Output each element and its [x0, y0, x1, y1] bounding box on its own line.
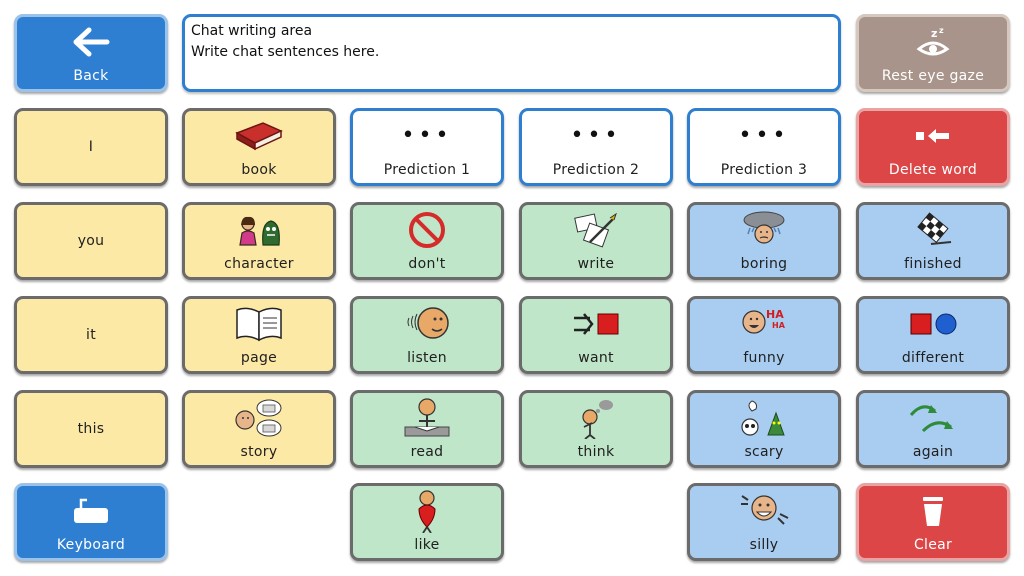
word-silly-label: silly: [749, 537, 779, 553]
word-page-button[interactable]: page: [182, 296, 336, 374]
word-read-label: read: [410, 444, 444, 460]
word-it-button[interactable]: it: [14, 296, 168, 374]
want-icon: [522, 299, 670, 349]
word-character-label: character: [224, 256, 294, 272]
word-boring-button[interactable]: boring: [687, 202, 841, 280]
word-want-button[interactable]: want: [519, 296, 673, 374]
funny-icon: HA HA: [690, 299, 838, 349]
word-again-button[interactable]: again: [856, 390, 1010, 468]
word-funny-button[interactable]: HA HA funny: [687, 296, 841, 374]
chat-writing-area[interactable]: Chat writing area Write chat sentences h…: [182, 14, 841, 92]
prediction-2-label: Prediction 2: [552, 162, 640, 178]
silly-icon: [690, 486, 838, 536]
open-book-icon: [185, 299, 333, 349]
arrow-left-icon: [17, 17, 165, 67]
rest-eye-gaze-button[interactable]: z z Rest eye gaze: [856, 14, 1010, 92]
think-icon: [522, 393, 670, 443]
read-icon: [353, 393, 501, 443]
word-like-label: like: [414, 537, 440, 553]
word-dont-button[interactable]: don't: [350, 202, 504, 280]
back-button[interactable]: Back: [14, 14, 168, 92]
chat-line-1: Chat writing area: [191, 23, 313, 39]
word-think-button[interactable]: think: [519, 390, 673, 468]
word-different-button[interactable]: different: [856, 296, 1010, 374]
word-boring-label: boring: [740, 256, 788, 272]
word-again-label: again: [912, 444, 954, 460]
delete-word-icon: [859, 111, 1007, 161]
clear-button[interactable]: Clear: [856, 483, 1010, 561]
prediction-2-dots: •••: [570, 123, 622, 148]
word-story-button[interactable]: story: [182, 390, 336, 468]
word-scary-label: scary: [744, 444, 784, 460]
word-this-label: this: [77, 421, 105, 437]
prediction-3-label: Prediction 3: [720, 162, 808, 178]
svg-text:z: z: [939, 26, 944, 35]
word-write-label: write: [577, 256, 615, 272]
prediction-3-button[interactable]: ••• Prediction 3: [687, 108, 841, 186]
word-want-label: want: [578, 350, 614, 366]
word-story-label: story: [240, 444, 278, 460]
svg-text:z: z: [931, 27, 937, 40]
keyboard-button[interactable]: Keyboard: [14, 483, 168, 561]
word-listen-label: listen: [407, 350, 447, 366]
rest-eye-gaze-label: Rest eye gaze: [881, 68, 985, 84]
write-icon: [522, 205, 670, 255]
scary-icon: [690, 393, 838, 443]
word-you-button[interactable]: you: [14, 202, 168, 280]
delete-word-button[interactable]: Delete word: [856, 108, 1010, 186]
word-dont-label: don't: [408, 256, 446, 272]
like-icon: [353, 486, 501, 536]
different-shapes-icon: [859, 299, 1007, 349]
word-listen-button[interactable]: listen: [350, 296, 504, 374]
svg-text:HA: HA: [772, 321, 786, 330]
word-write-button[interactable]: write: [519, 202, 673, 280]
word-think-label: think: [577, 444, 615, 460]
word-i-label: I: [88, 139, 94, 155]
word-it-label: it: [86, 327, 96, 343]
word-scary-button[interactable]: scary: [687, 390, 841, 468]
boring-icon: [690, 205, 838, 255]
prediction-3-dots: •••: [738, 123, 790, 148]
trash-icon: [859, 486, 1007, 536]
word-page-label: page: [240, 350, 278, 366]
word-read-button[interactable]: read: [350, 390, 504, 468]
prediction-2-button[interactable]: ••• Prediction 2: [519, 108, 673, 186]
word-silly-button[interactable]: silly: [687, 483, 841, 561]
word-finished-button[interactable]: finished: [856, 202, 1010, 280]
word-finished-label: finished: [904, 256, 962, 272]
delete-word-label: Delete word: [888, 162, 978, 178]
eye-sleep-icon: z z: [859, 17, 1007, 67]
svg-text:HA: HA: [766, 308, 784, 321]
again-arrows-icon: [859, 393, 1007, 443]
prohibited-icon: [353, 205, 501, 255]
word-book-label: book: [241, 162, 277, 178]
checkered-flag-icon: [859, 205, 1007, 255]
word-funny-label: funny: [743, 350, 785, 366]
keyboard-label: Keyboard: [56, 537, 126, 553]
character-icon: [185, 205, 333, 255]
word-this-button[interactable]: this: [14, 390, 168, 468]
prediction-1-label: Prediction 1: [383, 162, 471, 178]
chat-line-2: Write chat sentences here.: [191, 44, 380, 60]
prediction-1-button[interactable]: ••• Prediction 1: [350, 108, 504, 186]
prediction-1-dots: •••: [401, 123, 453, 148]
listen-icon: [353, 299, 501, 349]
word-different-label: different: [901, 350, 965, 366]
word-book-button[interactable]: book: [182, 108, 336, 186]
word-character-button[interactable]: character: [182, 202, 336, 280]
story-icon: [185, 393, 333, 443]
clear-label: Clear: [913, 537, 953, 553]
book-icon: [185, 111, 333, 161]
word-you-label: you: [77, 233, 105, 249]
back-label: Back: [73, 68, 109, 84]
word-like-button[interactable]: like: [350, 483, 504, 561]
word-i-button[interactable]: I: [14, 108, 168, 186]
keyboard-icon: [17, 486, 165, 536]
